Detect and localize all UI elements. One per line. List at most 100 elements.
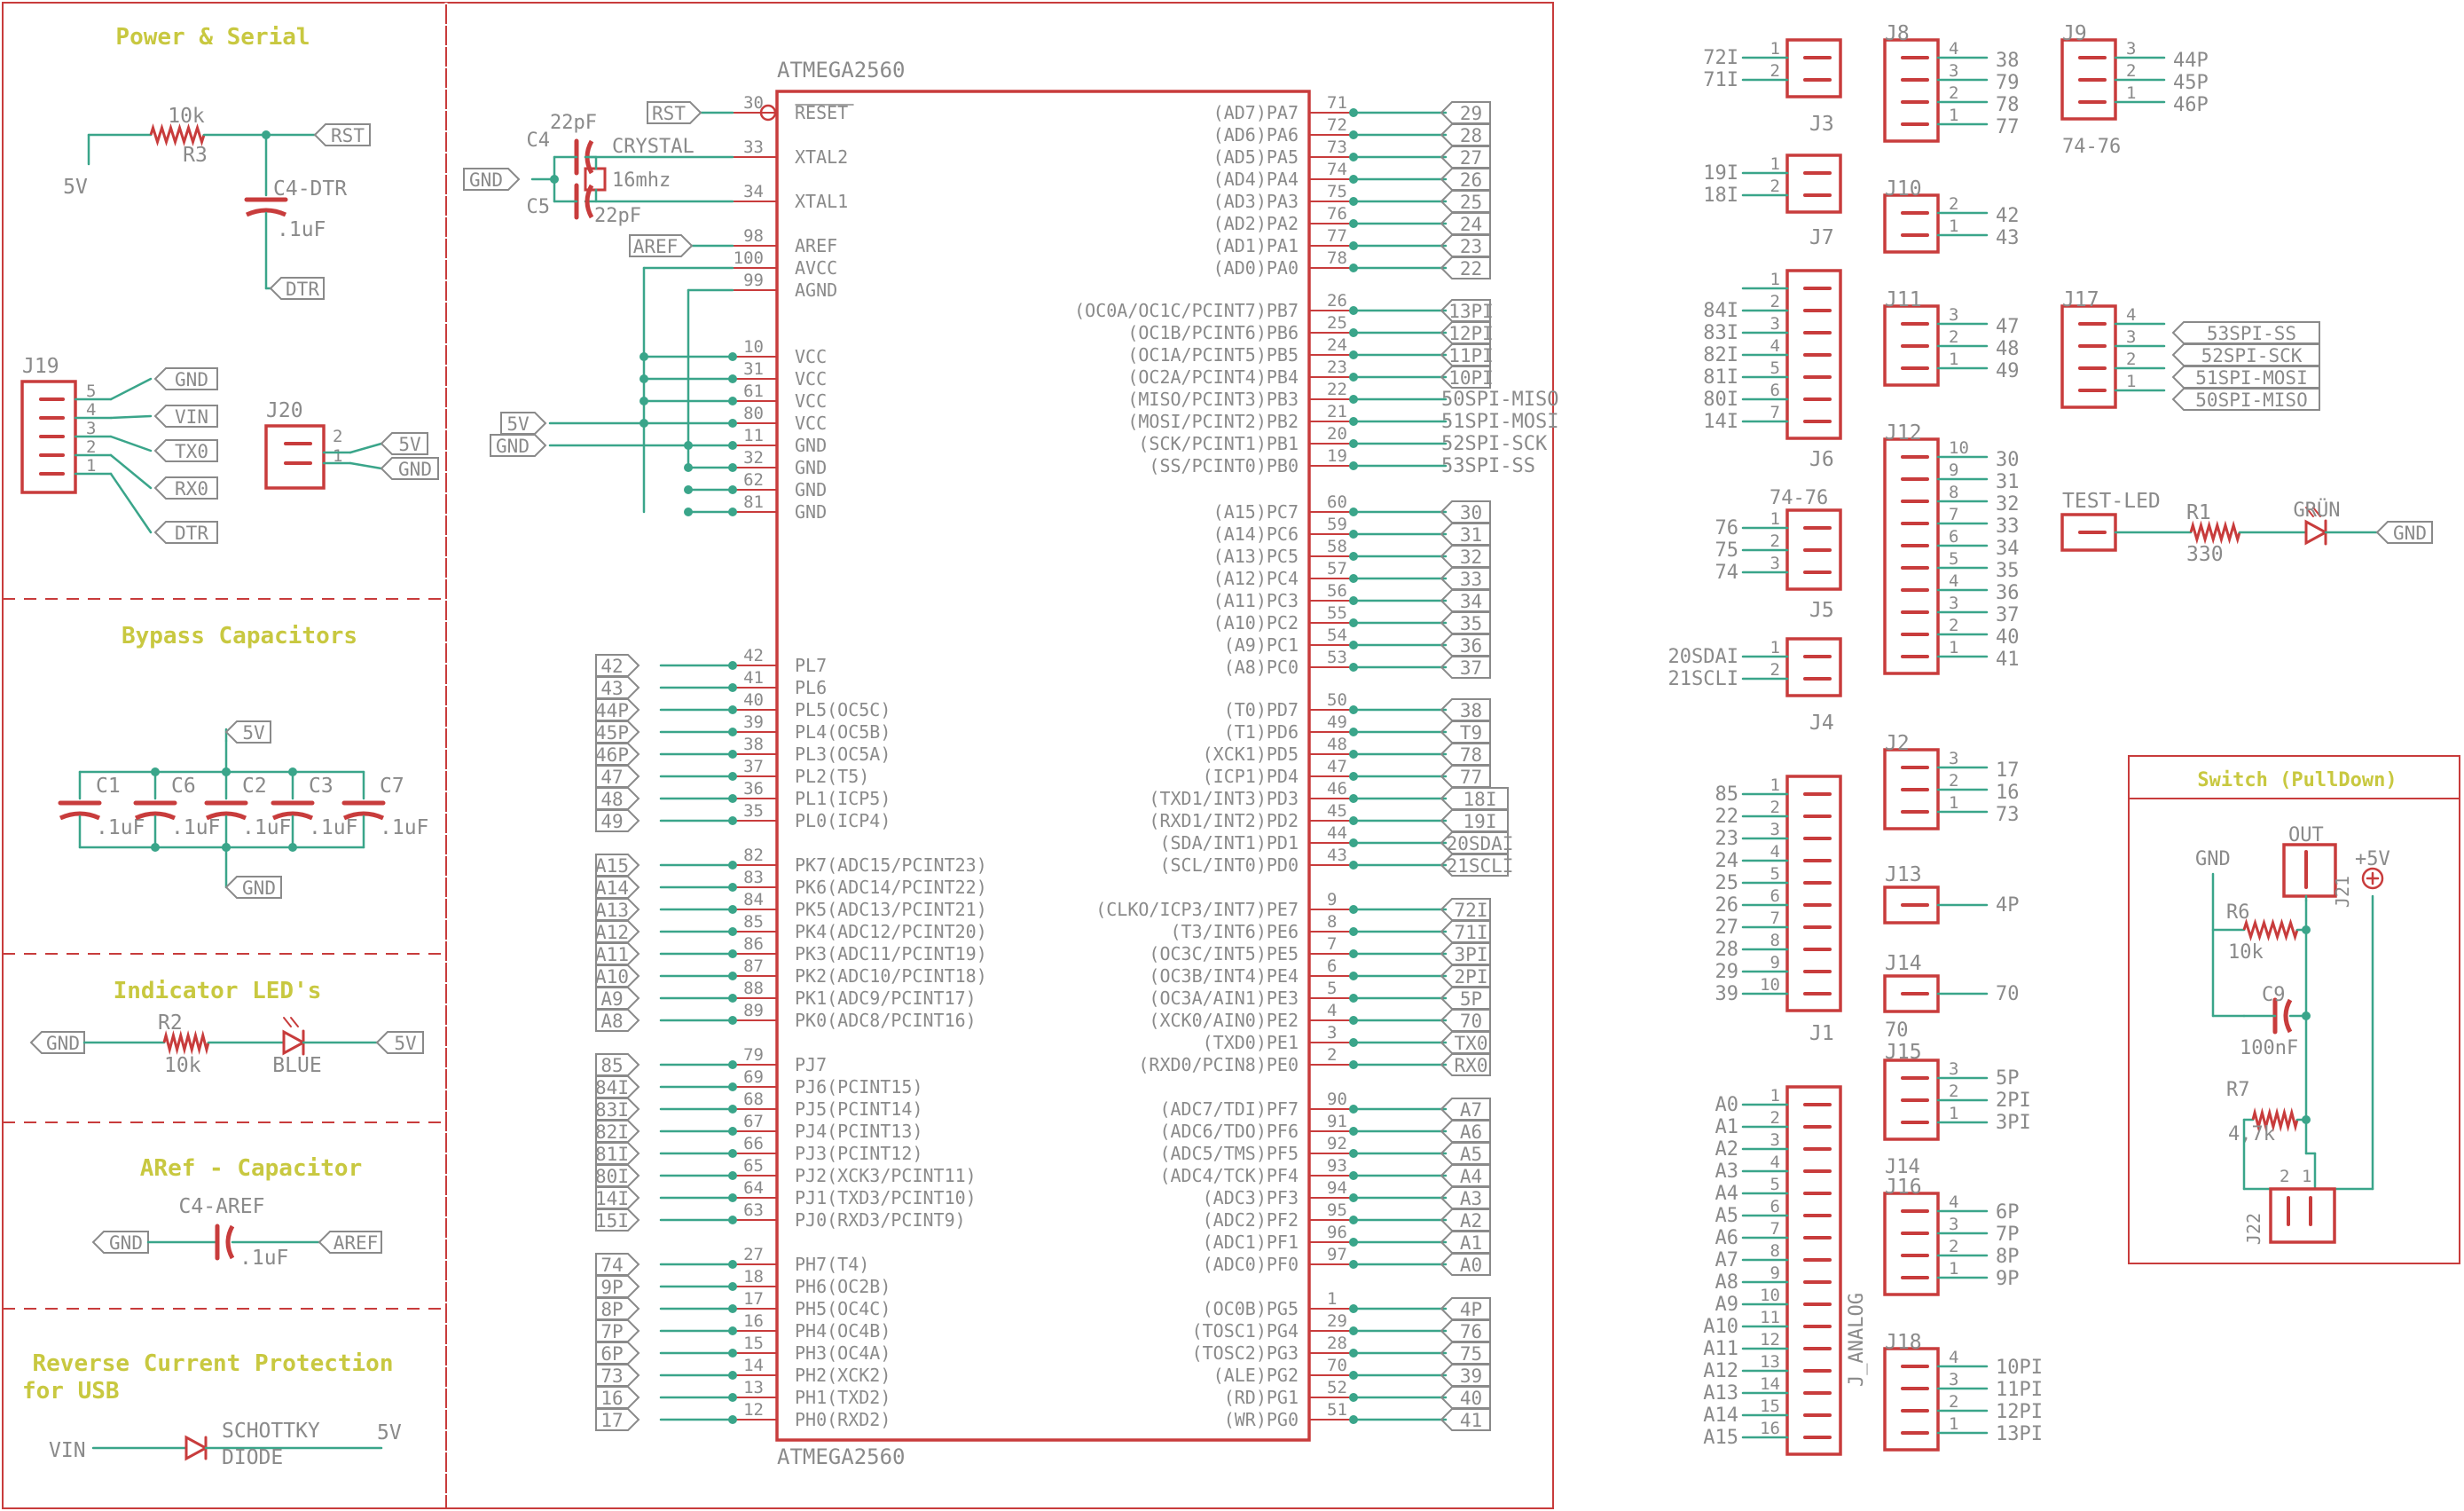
junction-dot [1349,1127,1358,1136]
mcu-pin-name: (A9)PC1 [1224,634,1299,656]
header-net: 45P [2173,72,2209,94]
net-label-text: 85 [600,1055,623,1076]
junction-dot [1349,264,1358,272]
net-label-tag [1440,920,1491,943]
header-net: A6 [1715,1227,1739,1249]
junction-dot [1349,596,1358,605]
header-net: 80I [1703,389,1738,411]
net-label-text: 34 [1460,591,1482,612]
header-sub: 70 [1885,1019,1909,1042]
j22-label: J22 [2243,1213,2264,1245]
mcu-pin-number: 51 [1327,1400,1347,1420]
mcu-pin-number: 72 [1327,115,1347,135]
net-label-tag [1440,656,1491,679]
junction-dot [222,843,231,852]
header-net: A1 [1715,1116,1739,1138]
net-label-tag [2171,343,2320,366]
pin-number: 2 [333,427,342,446]
connector-name: J6 [1809,448,1834,471]
pin-number: 10 [1760,1286,1780,1305]
header-net: 72I [1703,47,1738,69]
net-label-text: A7 [1460,1099,1482,1121]
mcu-pin-name: (OC3B/INT4)PE4 [1149,965,1299,987]
net-label-text: 77 [1460,767,1482,788]
mcu-pin-name: VCC [795,368,827,390]
pin-number: 9 [1949,460,1958,480]
net-label-text: 19I [1463,811,1497,832]
mcu-pin-number: 9 [1327,890,1337,909]
net-label-tag [595,898,640,921]
net-label-text: 7P [600,1321,623,1342]
net-label-tag [595,942,640,965]
pin-number: 2 [1949,1392,1958,1412]
net-label-tag [1440,1342,1491,1365]
net-label-text: DTR [286,279,319,300]
pin-number: 1 [1949,1259,1958,1279]
mcu-pin-name: (RD)PG1 [1224,1387,1299,1408]
net-label-tag [1440,146,1491,169]
net-label-tag [595,1253,640,1276]
gnd-label: GND [2195,848,2231,870]
pin-number: 16 [1760,1419,1780,1438]
vin-label: VIN [49,1439,86,1462]
net-label-tag [224,876,282,899]
c9-name: C9 [2262,984,2286,1006]
cap-name: C3 [309,775,334,798]
net-label-text: 31 [1460,524,1482,546]
header-net: 11PI [1996,1379,2043,1401]
header-sub: 74-76 [2062,136,2121,158]
junction-dot [1349,618,1358,627]
connector-body [1883,437,1940,675]
header-net: A5 [1715,1205,1739,1227]
junction-dot [2302,1115,2311,1124]
junction-dot [728,1282,737,1291]
net-label-text: 27 [1460,147,1482,169]
net-label-text: 21SCLI [1447,855,1514,877]
capacitor-plate [205,811,247,821]
mcu-pin-number: 58 [1327,537,1347,556]
pin-number: 3 [1949,1215,1958,1234]
net-label-tag [1440,1009,1491,1032]
header-net: 12PI [1996,1401,2043,1423]
header-net: 9P [1996,1268,2020,1290]
mcu-pin-name: (RXD0/PCIN8)PE0 [1138,1054,1299,1075]
net-label-text: 33 [1460,569,1482,590]
mcu-pin-number: 99 [743,271,764,290]
connector-body [1883,1347,1940,1452]
junction-dot [728,728,737,736]
mcu-pin-name: (CLKO/ICP3/INT7)PE7 [1095,899,1299,920]
net-label-text: 83I [595,1099,629,1121]
junction-dot [1349,772,1358,781]
junction-dot [728,419,737,428]
cap-name: C4-DTR [273,177,347,201]
junction-dot [1349,838,1358,847]
net-label-tag [1440,190,1491,213]
net-label-text: 43 [600,678,623,699]
net-label-tag [1440,101,1491,124]
mcu-pin-name: (OC3C/INT5)PE5 [1149,943,1299,964]
capacitor-plate [271,811,314,821]
capacitor-plate [225,1224,235,1260]
junction-dot [550,175,559,184]
net-label-tag [2171,366,2320,389]
mcu-pin-name: (SCK/PCINT1)PB1 [1138,433,1299,454]
cap-name: C6 [171,775,196,798]
header-net: A8 [1715,1271,1739,1294]
net-label-tag [595,1142,640,1165]
net-label-tag [595,1164,640,1187]
net-label-tag [1440,343,1491,366]
junction-dot [1349,461,1358,470]
junction-dot [728,1171,737,1180]
net-label-tag [313,123,371,146]
mcu-pin-number: 46 [1327,779,1347,799]
mcu-pin-name: GND [795,457,827,478]
header-net: 33 [1996,515,2020,538]
mcu-pin-number: 80 [743,404,764,423]
net-label-tag [595,720,640,744]
mcu-pin-number: 87 [743,956,764,976]
mcu-pin-name: (AD7)PA7 [1213,102,1299,123]
mcu-pin-name: PL0(ICP4) [795,810,891,831]
mcu-pin-number: 19 [1327,446,1347,466]
mcu-pin-number: 35 [743,801,764,821]
